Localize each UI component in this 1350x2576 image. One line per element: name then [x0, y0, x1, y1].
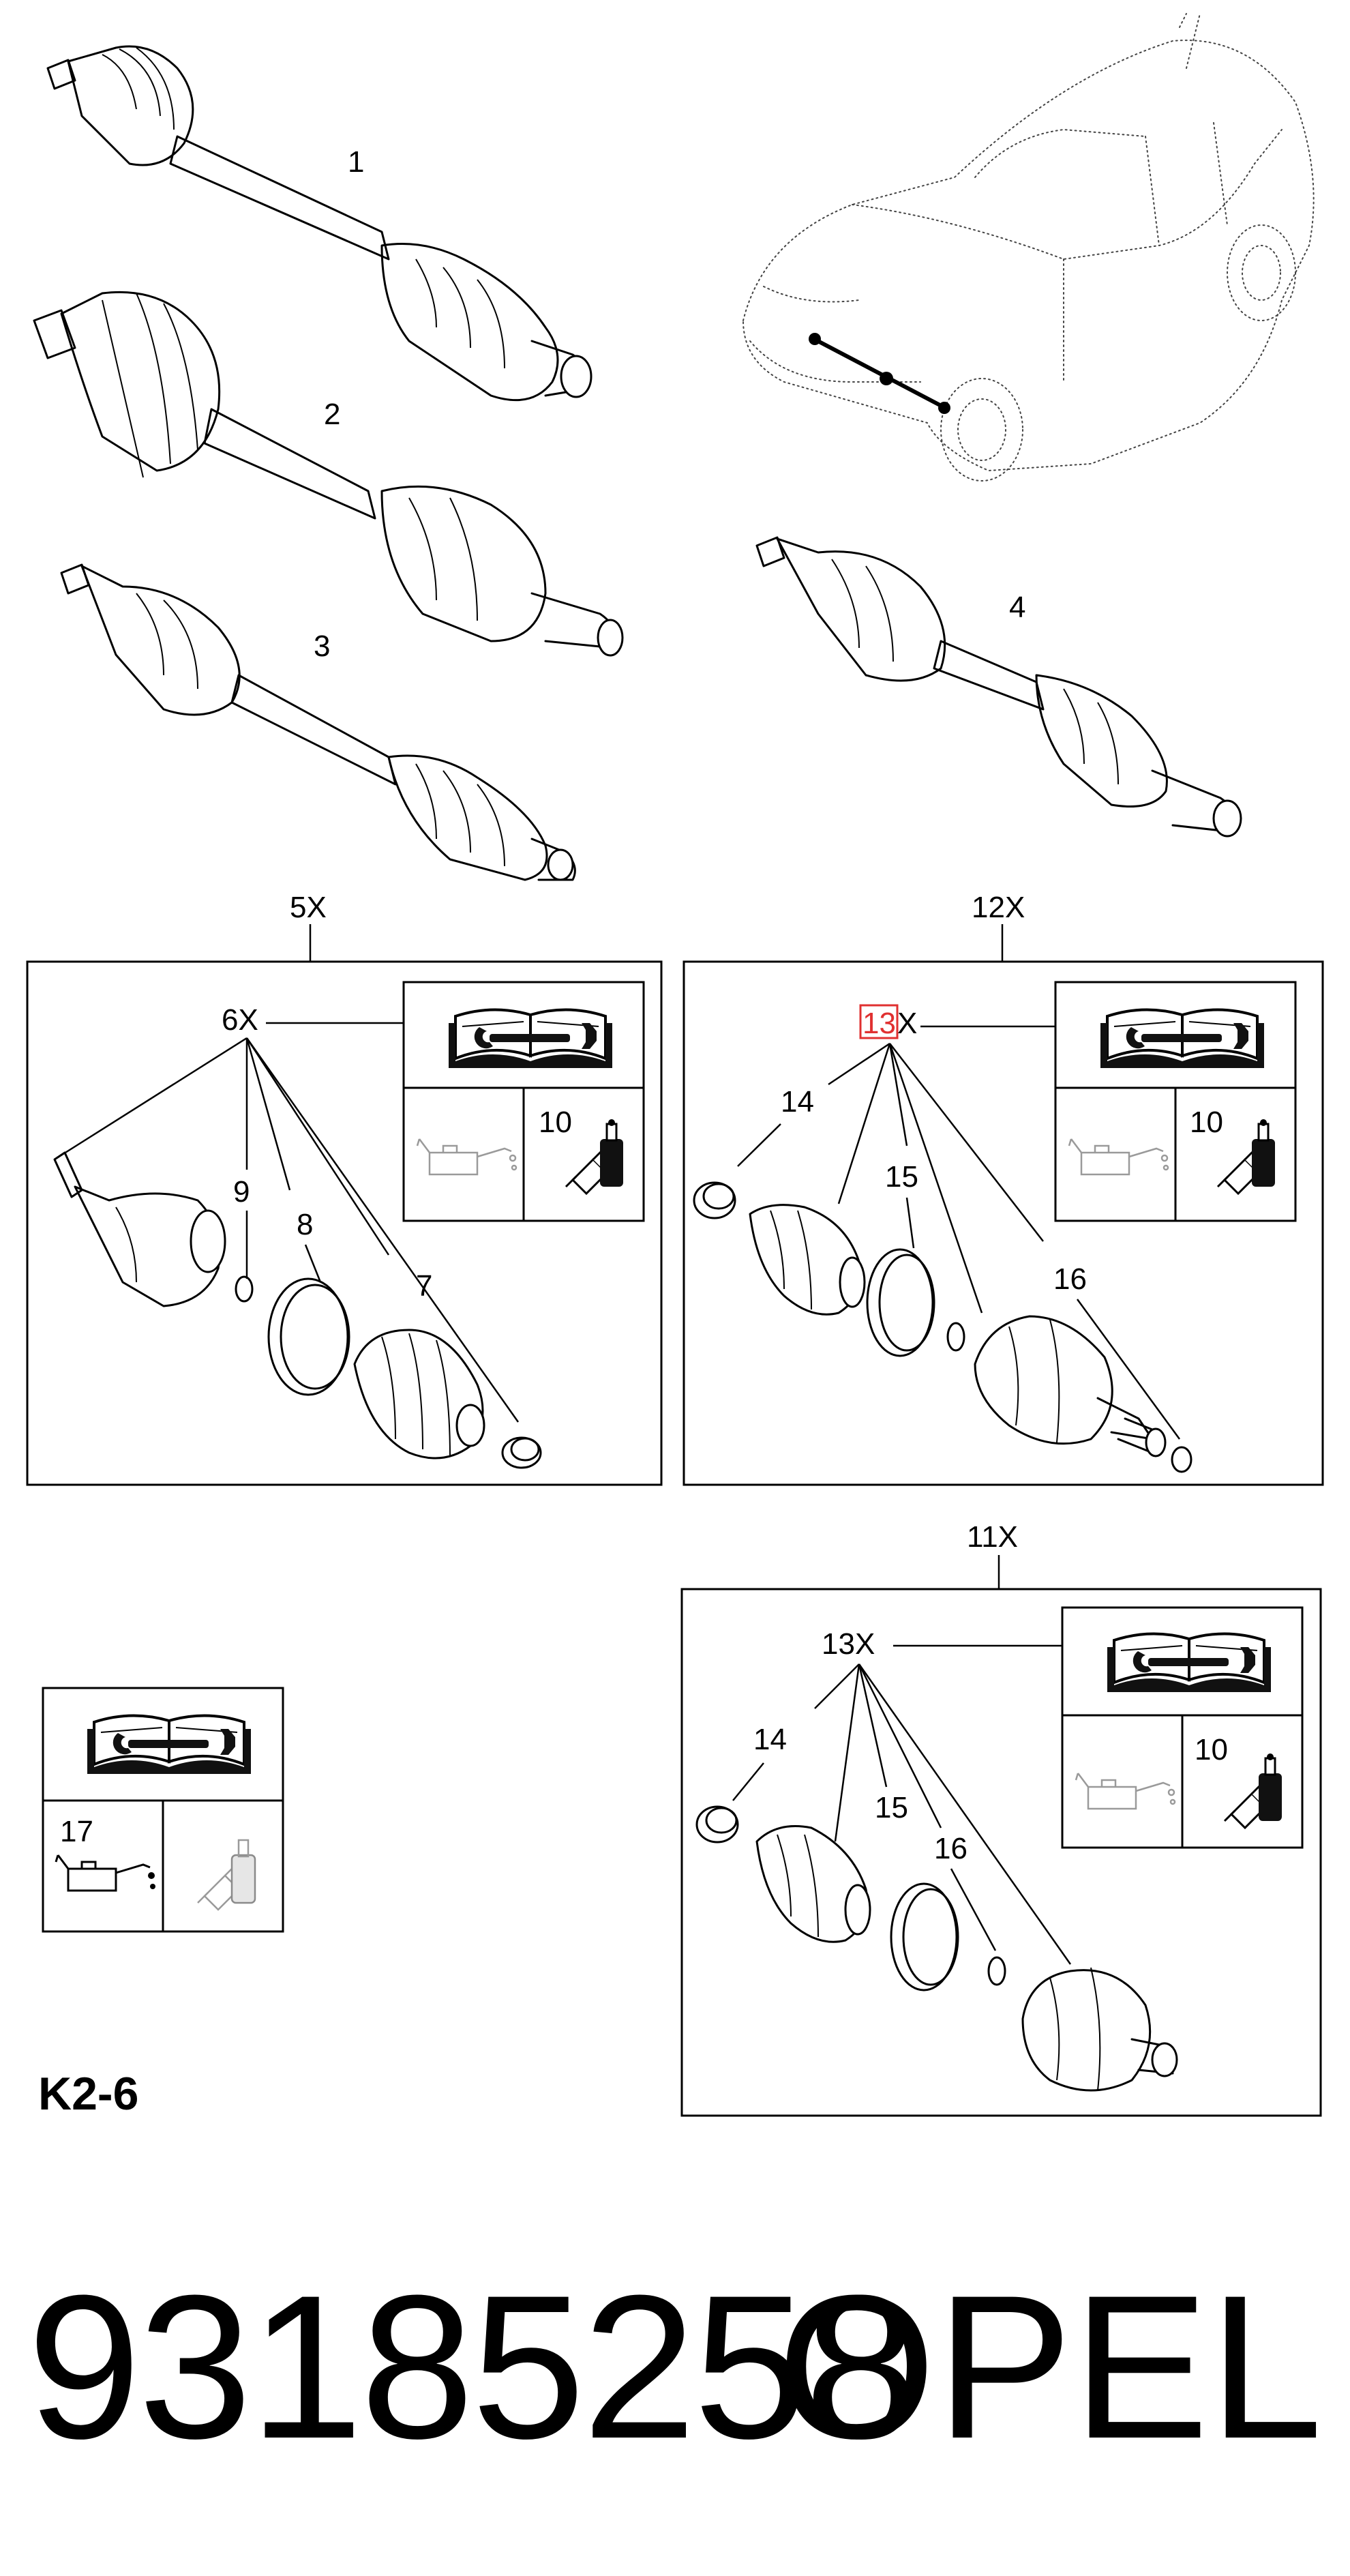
manual-wrench-icon	[447, 1008, 614, 1069]
callout-16-kit-11x: 16	[934, 1832, 967, 1865]
highlight-box-13	[859, 1004, 899, 1039]
callout-5x: 5X	[290, 891, 327, 924]
callout-10-kit-12x: 10	[1190, 1106, 1223, 1139]
drive-shaft-1	[46, 45, 592, 402]
grease-tube-icon	[196, 1839, 256, 1911]
callout-10-kit-11x: 10	[1195, 1733, 1228, 1766]
drive-shaft-4	[755, 536, 1242, 838]
manual-wrench-icon	[1099, 1008, 1265, 1069]
callout-16-kit-12x: 16	[1053, 1262, 1087, 1296]
leaders-11x	[814, 1663, 1072, 1965]
brand-name: OPEL	[777, 2252, 1323, 2481]
part-number: 93185258	[27, 2252, 918, 2481]
callout-13-suffix: X	[897, 1007, 917, 1040]
oil-can-icon	[1068, 1138, 1169, 1176]
callout-2: 2	[324, 398, 340, 431]
circlip-kit-12x	[946, 1322, 965, 1352]
callout-12x: 12X	[972, 891, 1025, 924]
callout-17: 17	[60, 1815, 93, 1848]
service-panel-12x: 10	[1054, 981, 1297, 1222]
legend-panel: 17	[42, 1687, 284, 1933]
oil-can-icon	[1075, 1772, 1176, 1810]
boot-kit-12x	[749, 1204, 866, 1316]
manual-wrench-icon	[1106, 1632, 1272, 1693]
callout-4: 4	[1009, 591, 1025, 624]
car-illustration	[742, 13, 1315, 482]
inner-joint-kit-12x	[974, 1315, 1167, 1457]
clamp-8	[267, 1277, 350, 1396]
kit-5x-box	[26, 960, 663, 1486]
manual-wrench-icon	[86, 1714, 252, 1775]
oil-can-icon	[416, 1138, 518, 1176]
circlip-16-kit-11x	[987, 1956, 1006, 1986]
clamp-15-kit-11x	[890, 1882, 959, 1992]
callout-15-kit-12x: 15	[885, 1160, 918, 1194]
drive-shaft-2	[33, 291, 624, 657]
outer-joint-5x	[53, 1151, 226, 1307]
kit-11x-box	[680, 1588, 1322, 2117]
callout-6x: 6X	[222, 1003, 258, 1037]
clamp-14-kit-12x	[693, 1181, 736, 1219]
boot-kit-11x	[755, 1825, 871, 1943]
kit-12x-box	[682, 960, 1324, 1486]
callout-1: 1	[348, 145, 364, 179]
service-panel-5x: 10	[402, 981, 645, 1222]
callout-11x: 11X	[967, 1520, 1018, 1554]
inner-joint-kit-11x	[1021, 1967, 1178, 2092]
callout-14-kit-12x: 14	[781, 1085, 814, 1119]
callout-13x-kit-11x: 13X	[822, 1627, 875, 1661]
callout-14-kit-11x: 14	[753, 1723, 787, 1756]
callout-13-highlight: 13	[862, 1007, 896, 1040]
boot-7	[353, 1329, 485, 1460]
leaders-6x	[54, 1037, 520, 1423]
circlip-16-kit-12x	[1171, 1446, 1192, 1473]
callout-8: 8	[297, 1208, 313, 1241]
drive-shaft-3	[60, 563, 576, 881]
clamp-small-5x	[501, 1436, 542, 1469]
page-code: K2-6	[38, 2068, 139, 2120]
service-panel-11x: 10	[1061, 1606, 1304, 1849]
grease-tube-icon	[1223, 1752, 1283, 1829]
leaders-12x	[828, 1042, 1044, 1314]
circlip-9	[235, 1275, 254, 1303]
callout-10-kit-5x: 10	[539, 1106, 572, 1139]
grease-tube-icon	[1216, 1118, 1276, 1195]
clamp-15-kit-12x	[866, 1248, 935, 1357]
callout-9: 9	[233, 1175, 250, 1209]
oil-can-icon	[55, 1854, 157, 1892]
callout-7: 7	[416, 1269, 432, 1303]
grease-tube-icon	[565, 1118, 625, 1195]
callout-3: 3	[314, 630, 330, 663]
callout-15-kit-11x: 15	[875, 1791, 908, 1824]
clamp-14-kit-11x	[695, 1805, 739, 1844]
